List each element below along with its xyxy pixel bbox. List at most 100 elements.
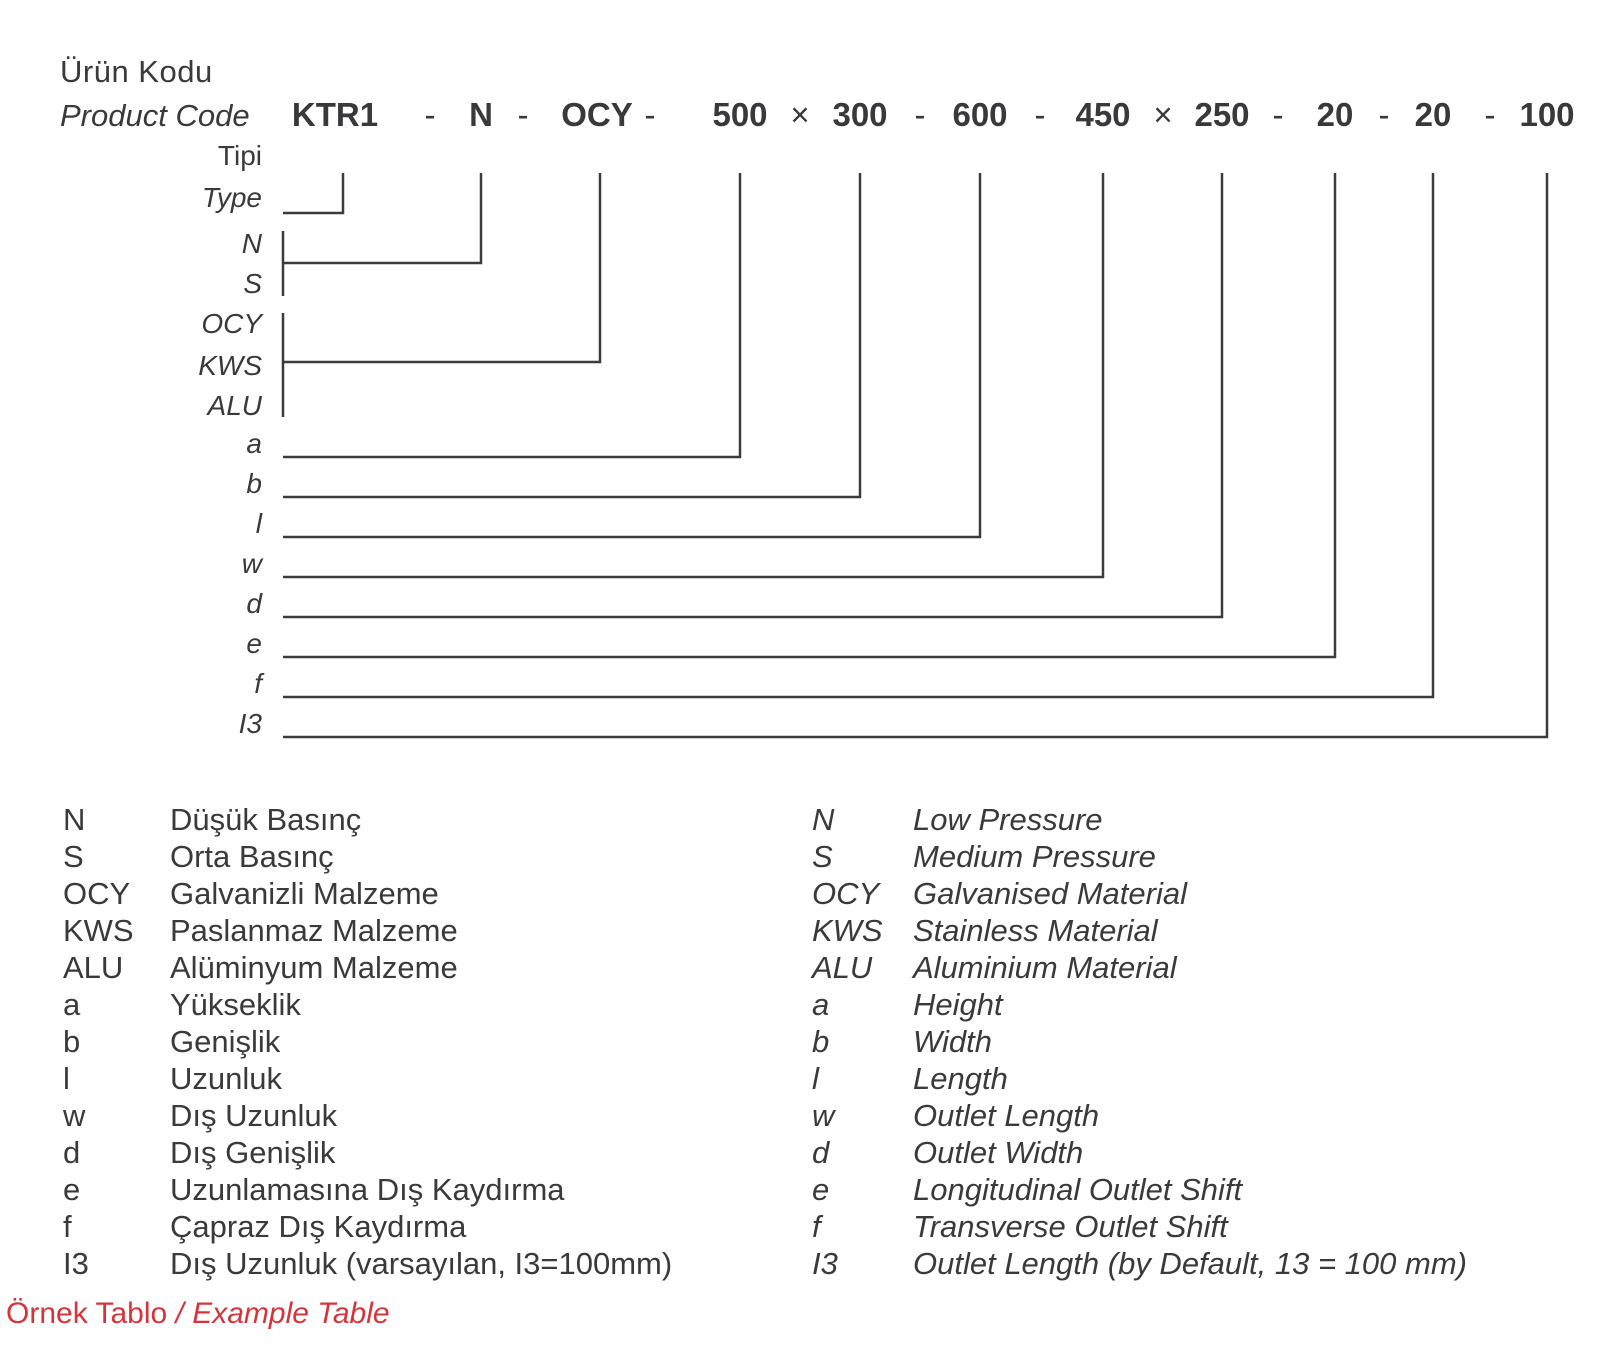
diagram-label-f: f (254, 668, 262, 699)
product-code-row: KTR1-N-OCY-500×300-600-450×250-20-20-100 (0, 96, 1618, 138)
legend-abbr: I3 (63, 1246, 89, 1281)
legend-desc: Alüminyum Malzeme (170, 950, 458, 985)
legend-row-tr-b: b Genişlik (63, 1023, 672, 1060)
page-title: Ürün Kodu Product Code (60, 54, 250, 134)
legend-row-tr-d: d Dış Genişlik (63, 1134, 672, 1171)
legend-desc: Length (913, 1061, 1008, 1096)
legend-desc: Outlet Length (by Default, 13 = 100 mm) (913, 1246, 1467, 1281)
legend-row-tr-f: f Çapraz Dış Kaydırma (63, 1208, 672, 1245)
legend-desc: Uzunlamasına Dış Kaydırma (170, 1172, 565, 1207)
legend-desc: Galvanizli Malzeme (170, 876, 439, 911)
legend-desc: Çapraz Dış Kaydırma (170, 1209, 467, 1244)
legend-desc: Width (913, 1024, 992, 1059)
connector-ocy-kws-alu (283, 173, 602, 364)
legend-desc: Düşük Basınç (170, 802, 362, 837)
code-separator: - (1378, 96, 1390, 133)
connector-d (283, 173, 1224, 619)
code-segment: KTR1 (291, 96, 379, 133)
legend-desc: Orta Basınç (170, 839, 334, 874)
legend-abbr: l (63, 1061, 70, 1096)
legend-abbr: a (63, 987, 81, 1022)
legend-desc: Genişlik (170, 1024, 281, 1059)
legend-abbr: l (812, 1061, 819, 1096)
legend-row-en-w: w Outlet Length (812, 1097, 1467, 1134)
legend-row-tr-l: l Uzunluk (63, 1060, 672, 1097)
connector-w (283, 173, 1105, 579)
legend-abbr: d (812, 1135, 830, 1170)
connector-l (283, 173, 982, 539)
code-separator: - (644, 96, 656, 133)
diagram-label-s: S (243, 268, 262, 299)
legend-abbr: f (63, 1209, 72, 1244)
connector-i3 (283, 173, 1549, 739)
code-segment: 20 (1316, 96, 1354, 133)
code-separator: - (1034, 96, 1046, 133)
legend-abbr: OCY (812, 876, 880, 911)
title-turkish: Ürün Kodu (60, 54, 213, 89)
legend-abbr: a (812, 987, 830, 1022)
legend-abbr: b (63, 1024, 81, 1059)
legend-desc: Paslanmaz Malzeme (170, 913, 458, 948)
legend-desc: Uzunluk (170, 1061, 282, 1096)
code-separator: × (1153, 96, 1173, 133)
code-separator: - (1484, 96, 1496, 133)
legend-desc: Outlet Length (913, 1098, 1100, 1133)
legend-row-tr-s: S Orta Basınç (63, 838, 672, 875)
legend-row-tr-w: w Dış Uzunluk (63, 1097, 672, 1134)
diagram-label-b: b (246, 468, 262, 499)
connector-a (283, 173, 742, 459)
legend-row-tr-i3: I3 Dış Uzunluk (varsayılan, I3=100mm) (63, 1245, 672, 1282)
title-english: Product Code (60, 98, 250, 133)
legend-abbr: OCY (63, 876, 131, 911)
legend-desc: Height (913, 987, 1003, 1022)
legend-desc: Longitudinal Outlet Shift (913, 1172, 1243, 1207)
legend-abbr: w (812, 1098, 835, 1133)
legend-abbr: ALU (63, 950, 124, 985)
code-separator: × (790, 96, 810, 133)
legend-desc: Low Pressure (913, 802, 1103, 837)
code-segment: 300 (832, 96, 888, 133)
legend-row-tr-alu: ALU Alüminyum Malzeme (63, 949, 672, 986)
diagram-label-tipi: Tipi (217, 140, 262, 171)
code-segment: 100 (1519, 96, 1575, 133)
code-separator: - (517, 96, 529, 133)
diagram-label-e: e (246, 628, 262, 659)
diagram-label-ocy: OCY (201, 308, 262, 339)
code-separator: - (1272, 96, 1284, 133)
legend-abbr: d (63, 1135, 81, 1170)
legend-desc: Dış Uzunluk (varsayılan, I3=100mm) (170, 1246, 673, 1281)
diagram-label-l: l (255, 508, 262, 539)
diagram-label-kws: KWS (198, 350, 262, 381)
code-segment: N (469, 96, 493, 133)
legend-desc: Transverse Outlet Shift (913, 1209, 1228, 1244)
code-separator: - (424, 96, 436, 133)
connector-n (283, 173, 483, 265)
connector-f (283, 173, 1435, 699)
legend-desc: Stainless Material (913, 913, 1158, 948)
legend-row-en-d: d Outlet Width (812, 1134, 1467, 1171)
legend-abbr: w (63, 1098, 86, 1133)
legend-desc: Outlet Width (913, 1135, 1084, 1170)
legend-abbr: S (63, 839, 84, 874)
legend-row-en-l: l Length (812, 1060, 1467, 1097)
code-segment: OCY (561, 96, 633, 133)
legend-desc: Aluminium Material (913, 950, 1177, 985)
legend-abbr: e (63, 1172, 81, 1207)
diagram-label-a: a (246, 428, 262, 459)
legend-row-tr-e: e Uzunlamasına Dış Kaydırma (63, 1171, 672, 1208)
caption-separator: / (167, 1297, 193, 1330)
legend-desc: Dış Uzunluk (170, 1098, 338, 1133)
legend-row-tr-ocy: OCY Galvanizli Malzeme (63, 875, 672, 912)
legend-desc: Dış Genişlik (170, 1135, 336, 1170)
